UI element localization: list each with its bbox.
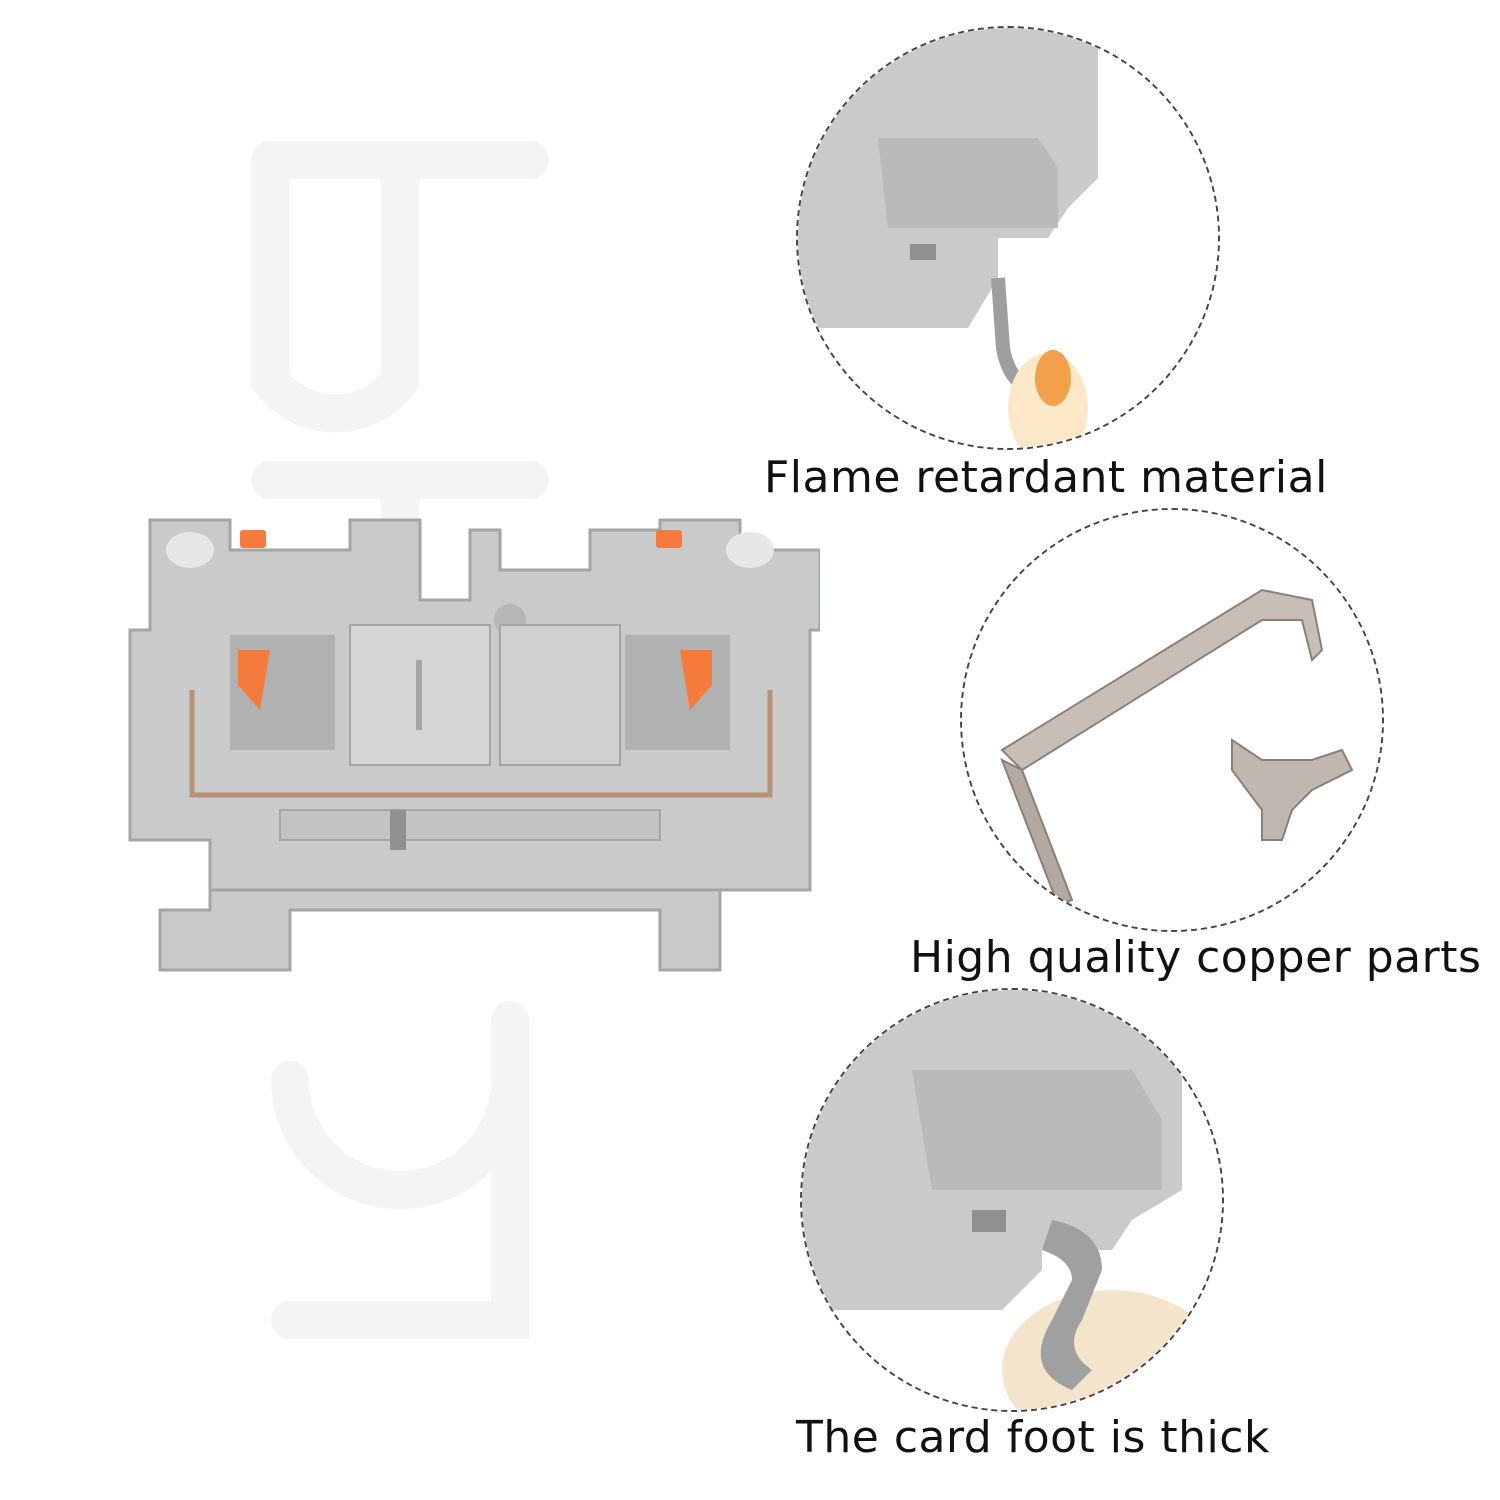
copper-parts-closeup <box>960 508 1384 932</box>
flame-test-closeup <box>796 26 1220 450</box>
caption-card-foot: The card foot is thick <box>796 1412 1270 1463</box>
card-foot-closeup <box>800 988 1224 1412</box>
caption-flame-retardant: Flame retardant material <box>764 452 1328 503</box>
caption-copper-parts: High quality copper parts <box>910 932 1482 983</box>
terminal-block-image <box>128 518 820 972</box>
